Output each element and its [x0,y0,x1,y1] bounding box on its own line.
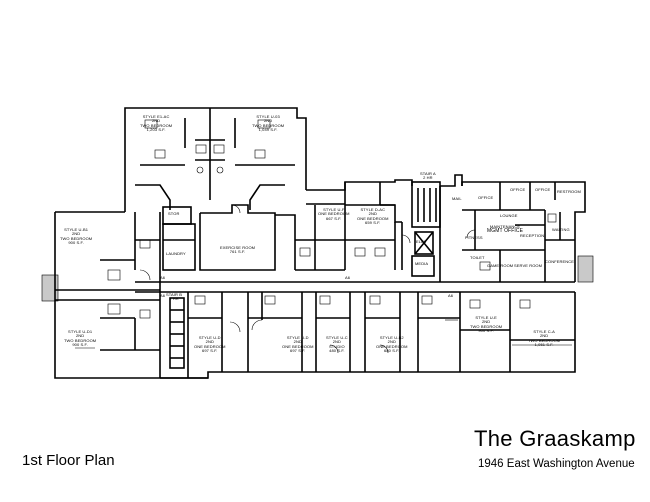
east-entry-tab [577,255,594,283]
office-block-outline [461,181,586,282]
section-mark-b1: A6 [160,293,166,298]
room-label-stair-a: STAIR A 2 HR [420,171,436,181]
room-label-style-c-a: STYLE C-A 2ND TWO BEDROOM 1,051 S.F. [528,329,561,348]
room-label-style-u-d-b: STYLE U-D 2ND ONE BEDROOM 697 S.F. [282,335,314,354]
room-label-exercise-room: EXERCISE ROOM 761 S.F. [220,245,256,255]
section-mark-a2: A6 [345,275,351,280]
room-label-style-u-b1: STYLE U-B1 2ND TWO BEDROOM 900 S.F. [60,227,93,246]
south-block-outline [160,292,576,379]
exercise-room-outline [199,204,276,271]
room-label-stair-b: STAIR B 2 HR [166,292,182,302]
room-label-fitness: FITNESS [465,235,483,240]
room-label-restroom: RESTROOM [557,189,581,194]
room-label-elev: ELEV [416,239,427,244]
room-label-serve-room: SERVE ROOM [514,263,543,268]
room-label-style-u-d-a: STYLE U-D 2ND ONE BEDROOM 697 S.F. [194,335,226,354]
room-label-style-u-b2: STYLE U-B2 2ND ONE BEDROOM 680 S.F. [376,335,408,354]
room-label-waiting: WAITING [552,227,570,232]
room-label-style-u-d1: STYLE U-D1 2ND TWO BEDROOM 900 S.F. [64,329,97,348]
room-label-office-2: OFFICE [510,187,526,192]
section-mark-a1: A6 [160,275,166,280]
room-label-style-e1-ac: STYLE E1-AC 2ND TWO BEDROOM 1,203 S.F. [140,114,173,133]
room-label-office-1: OFFICE [478,195,494,200]
room-label-stor: STOR [168,211,180,216]
room-label-style-u-c: STYLE U-C 2ND STUDIO 480 S.F. [326,335,348,354]
west-entry-tab [41,274,59,302]
stair-b [169,297,185,369]
west-block-outline [54,212,208,379]
building-name: The Graaskamp [474,426,636,451]
room-label-lounge: LOUNGE [500,213,518,218]
room-label-conference: CONFERENCE [545,259,575,264]
room-label-maintenance: MAINTENANCE MGMT OFFICE [487,224,524,235]
building-address: 1946 East Washington Avenue [478,458,635,470]
room-label-style-u-f: STYLE U-F ONE BEDROOM 667 S.F. [318,207,350,221]
room-label-toilet: TOILET [470,255,485,260]
room-label-office-3: OFFICE [535,187,551,192]
room-label-style-d-ac: STYLE D-AC 2ND ONE BEDROOM 659 S.F. [357,207,389,226]
room-label-reception: RECEPTION [520,233,545,238]
room-label-style-u-e: STYLE U-E 2ND TWO BEDROOM 900 S.F. [470,315,503,334]
elevator [414,231,434,255]
floor-plan-caption: 1st Floor Plan [22,452,115,469]
north-wing-outline [124,107,307,190]
room-label-game-room: GAME ROOM [487,263,514,268]
section-mark-b2: A6 [448,293,454,298]
room-label-style-u-03: STYLE U-03 2ND TWO BEDROOM 1,049 S.F. [252,114,285,133]
room-label-mail: MAIL [452,196,462,201]
room-label-laundry: LAUNDRY [166,251,186,256]
room-label-media: MEDIA [415,261,429,266]
